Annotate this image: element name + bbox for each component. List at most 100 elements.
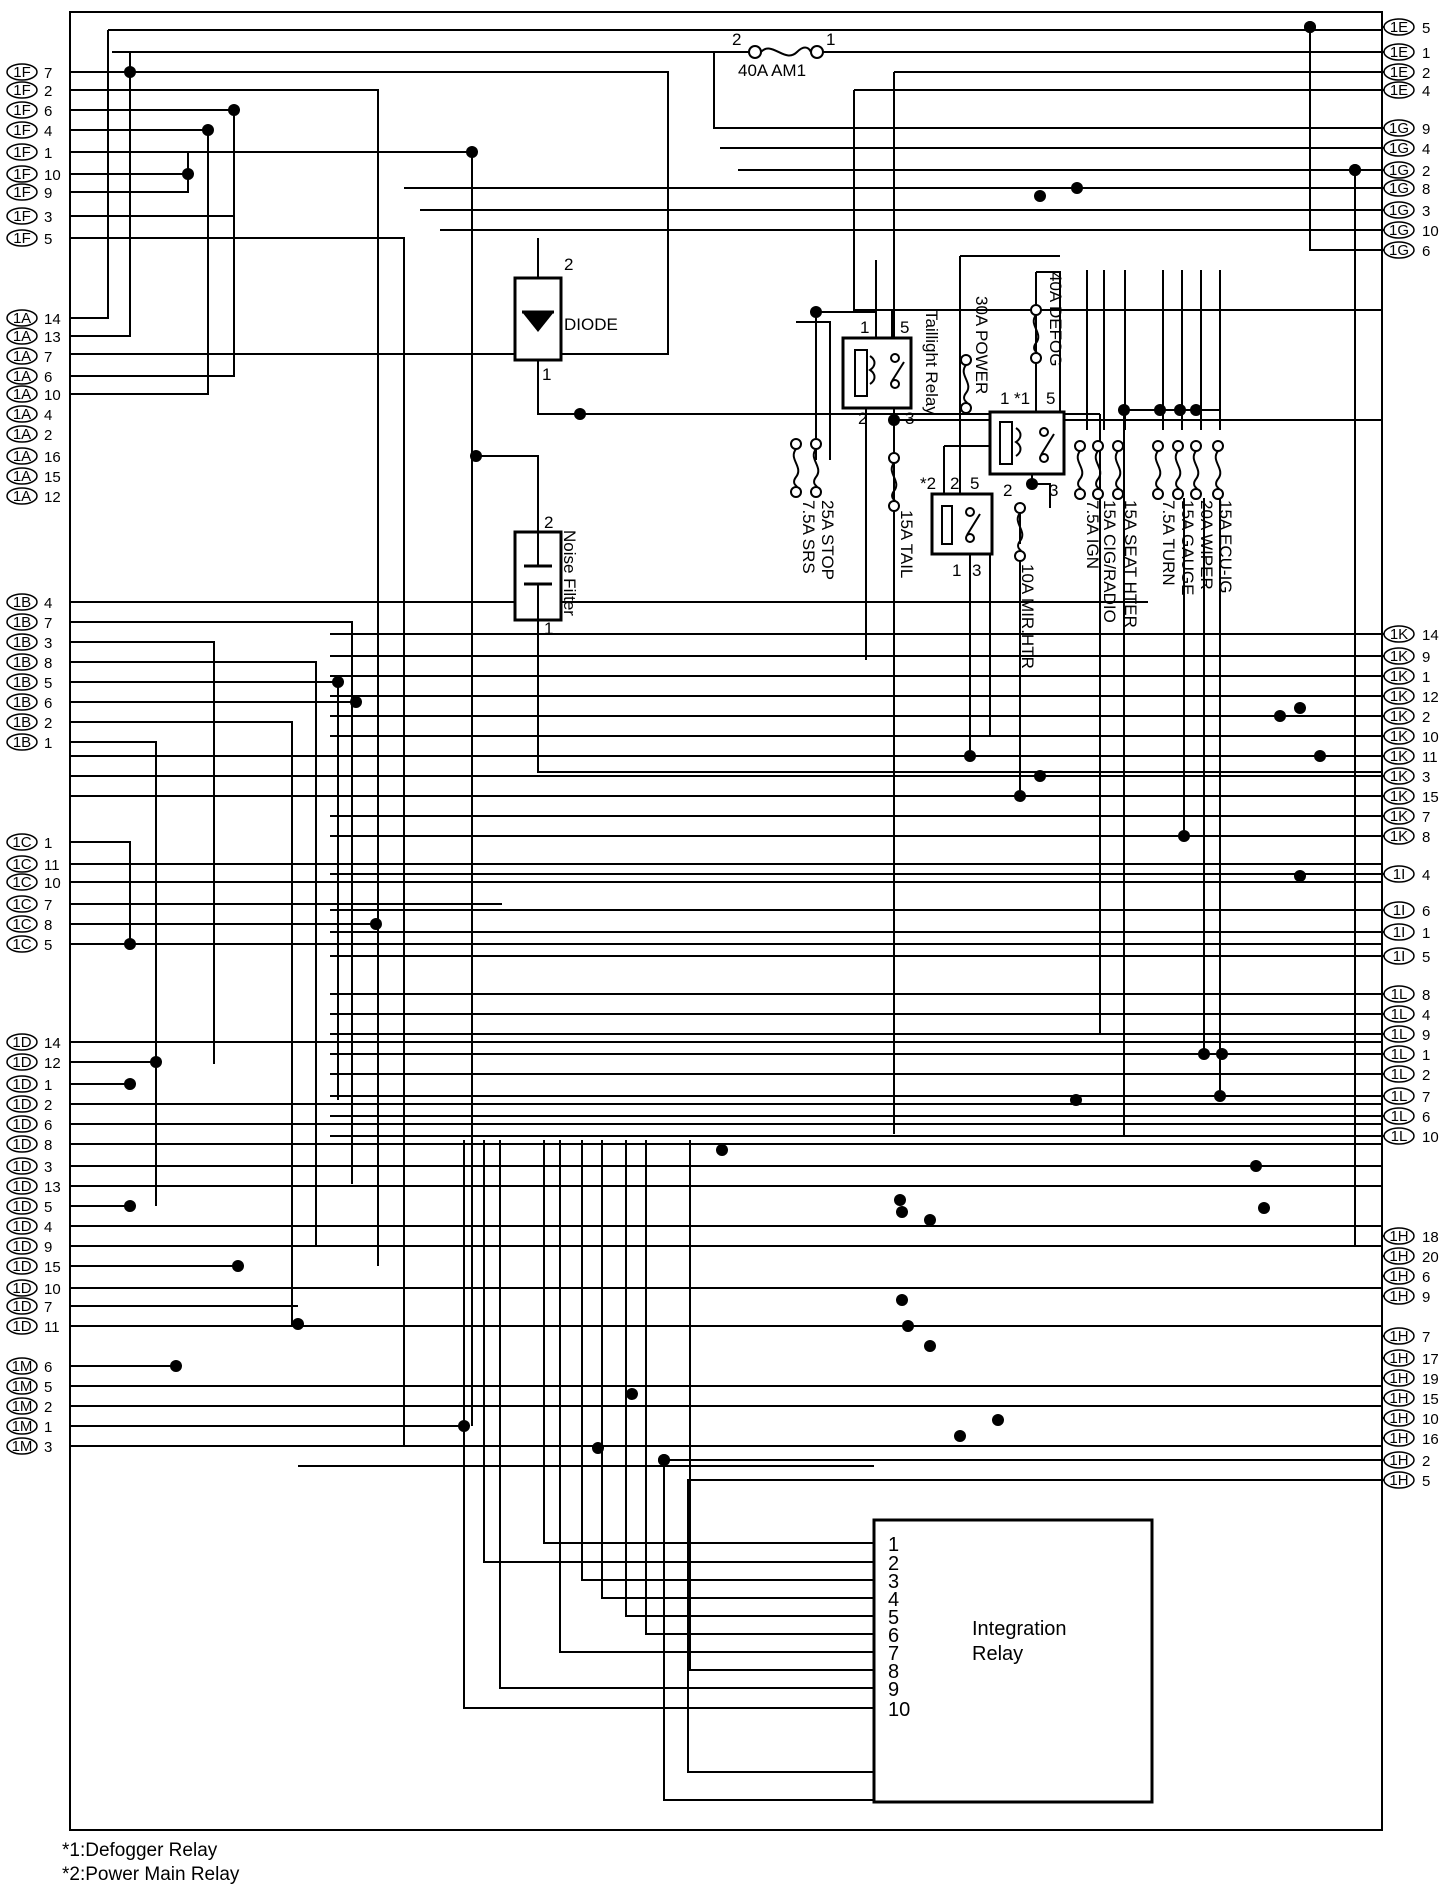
svg-text:1F: 1F: [13, 102, 31, 119]
svg-text:7: 7: [1422, 1329, 1430, 1346]
integration-relay-pin-3: 3: [888, 1571, 899, 1593]
svg-text:9: 9: [1422, 121, 1430, 138]
svg-text:7: 7: [44, 1299, 52, 1316]
svg-text:1A: 1A: [13, 368, 31, 385]
fuse-icon-wiper: [1190, 440, 1202, 500]
svg-text:1K: 1K: [1390, 688, 1408, 705]
svg-text:5: 5: [1422, 949, 1430, 966]
fuse-label-seat-hter: 15A SEAT HTER: [1121, 500, 1140, 628]
svg-text:1: 1: [44, 1077, 52, 1094]
wire: [1036, 271, 1061, 412]
svg-text:1G: 1G: [1389, 222, 1409, 239]
svg-text:1D: 1D: [12, 1076, 31, 1093]
junction-dot: [1071, 182, 1083, 194]
svg-text:1H: 1H: [1389, 1430, 1408, 1447]
svg-text:1H: 1H: [1389, 1248, 1408, 1265]
svg-text:1F: 1F: [13, 166, 31, 183]
svg-text:2: 2: [1422, 1067, 1430, 1084]
fuse-icon-gauge: [1172, 440, 1184, 500]
svg-text:10: 10: [1422, 1411, 1439, 1428]
integration-relay-pin-6: 6: [888, 1625, 899, 1647]
wire: [70, 110, 235, 217]
svg-text:14: 14: [1422, 627, 1439, 644]
svg-text:1H: 1H: [1389, 1472, 1408, 1489]
fuse-40a-am1: 2 1 40A AM1: [732, 30, 835, 80]
svg-text:16: 16: [1422, 1431, 1439, 1448]
wire: [687, 1479, 1382, 1773]
wire-1b-7: [70, 621, 353, 1184]
svg-text:10: 10: [1422, 729, 1439, 746]
svg-text:1M: 1M: [12, 1378, 33, 1395]
svg-text:1: 1: [1422, 45, 1430, 62]
junction-dot: [626, 1388, 638, 1400]
main-relay-pin-3: 3: [972, 561, 981, 580]
svg-text:1A: 1A: [13, 468, 31, 485]
svg-text:5: 5: [44, 1199, 52, 1216]
junction-dot: [1026, 478, 1038, 490]
svg-text:1I: 1I: [1393, 948, 1406, 965]
svg-text:15: 15: [44, 469, 61, 486]
defog-relay-pin-3: 3: [1049, 481, 1058, 500]
wire-ir-pin-8: [689, 1140, 874, 1671]
svg-text:1D: 1D: [12, 1034, 31, 1051]
wire-ir-pin-5: [625, 1140, 874, 1617]
svg-text:9: 9: [1422, 649, 1430, 666]
svg-text:8: 8: [1422, 987, 1430, 1004]
svg-text:3: 3: [1422, 769, 1430, 786]
svg-text:1A: 1A: [13, 310, 31, 327]
svg-text:1: 1: [44, 735, 52, 752]
wire: [70, 661, 317, 1246]
wire: [663, 1459, 1382, 1801]
fuse-label-srs: 7.5A SRS: [799, 500, 818, 574]
fuse-icon-defog: [1030, 304, 1042, 364]
svg-text:1K: 1K: [1390, 748, 1408, 765]
svg-text:1K: 1K: [1390, 828, 1408, 845]
svg-text:1I: 1I: [1393, 924, 1406, 941]
svg-text:1F: 1F: [13, 144, 31, 161]
svg-text:8: 8: [44, 1137, 52, 1154]
fuse-labels: 40A DEFOG 30A POWER 25A STOP 7.5A SRS 15…: [799, 272, 1235, 669]
svg-text:1A: 1A: [13, 386, 31, 403]
wire-ir-pin-6: [645, 1140, 874, 1635]
connector-1l-8: 1L 8: [1382, 985, 1430, 1004]
svg-text:6: 6: [44, 1117, 52, 1134]
svg-text:14: 14: [44, 311, 61, 328]
svg-text:1L: 1L: [1391, 986, 1408, 1003]
fuse-label-cig-radio: 15A CIG/RADIO: [1100, 500, 1119, 623]
junction-dot: [1034, 190, 1046, 202]
wire: [1354, 170, 1382, 1247]
junction-dot: [1294, 870, 1306, 882]
svg-text:1D: 1D: [12, 1198, 31, 1215]
svg-text:1A: 1A: [13, 348, 31, 365]
svg-text:1D: 1D: [12, 1258, 31, 1275]
svg-text:7: 7: [1422, 1089, 1430, 1106]
svg-text:1H: 1H: [1389, 1452, 1408, 1469]
wire-1f-7: [70, 71, 669, 355]
power-main-relay: *2 2 5 1 3: [920, 474, 994, 580]
junction-dot: [1190, 404, 1202, 416]
junction-dot: [1250, 1160, 1262, 1172]
svg-text:13: 13: [44, 1179, 61, 1196]
junction-dot: [228, 104, 240, 116]
junction-dot: [716, 1144, 728, 1156]
